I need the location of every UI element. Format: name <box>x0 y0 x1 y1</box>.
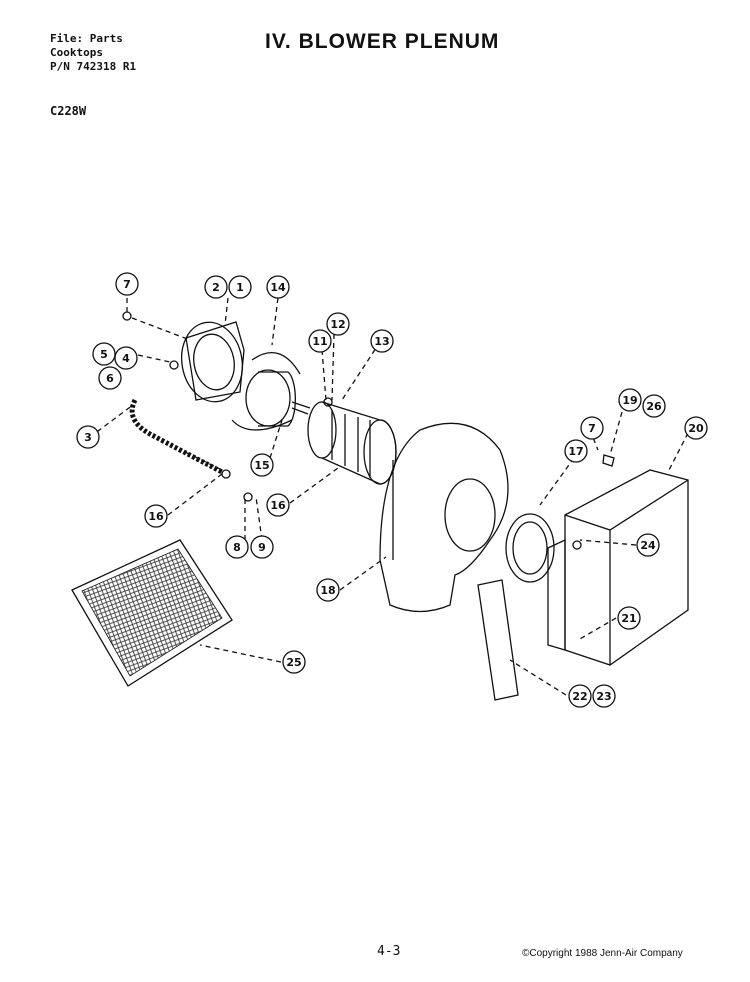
callout-11: 11 <box>308 329 332 353</box>
svg-text:17: 17 <box>568 445 583 458</box>
callout-16-top: 12 <box>326 312 350 336</box>
mounting-strap <box>231 352 301 431</box>
callout-6: 6 <box>98 366 122 390</box>
callout-14: 14 <box>266 275 290 299</box>
svg-text:6: 6 <box>106 372 114 385</box>
category-line: Cooktops <box>50 46 103 59</box>
svg-text:2: 2 <box>212 281 220 294</box>
fasteners <box>122 311 615 502</box>
callout-2: 2 <box>204 275 228 299</box>
callout-24: 24 <box>636 533 660 557</box>
callout-20: 20 <box>684 416 708 440</box>
callout-21: 21 <box>617 606 641 630</box>
svg-text:5: 5 <box>100 348 108 361</box>
svg-text:8: 8 <box>233 541 241 554</box>
callout-19: 19 <box>618 388 642 412</box>
svg-text:20: 20 <box>688 422 704 435</box>
page-title: IV. BLOWER PLENUM <box>265 30 500 53</box>
callout-4: 4 <box>114 346 138 370</box>
callout-23: 23 <box>592 684 616 708</box>
callout-7-right: 7 <box>580 416 604 440</box>
svg-text:7: 7 <box>123 278 131 291</box>
callout-25: 25 <box>282 650 306 674</box>
page-number: 4-3 <box>377 944 401 959</box>
callout-18: 18 <box>316 578 340 602</box>
callout-13: 15 <box>250 453 274 477</box>
filter-mesh <box>82 549 222 676</box>
callout-3: 3 <box>76 425 100 449</box>
svg-text:9: 9 <box>258 541 266 554</box>
svg-text:7: 7 <box>588 422 596 435</box>
callout-17: 17 <box>564 439 588 463</box>
svg-text:14: 14 <box>270 281 286 294</box>
svg-text:13: 13 <box>374 335 389 348</box>
callout-26: 26 <box>642 394 666 418</box>
callout-5: 5 <box>92 342 116 366</box>
svg-text:11: 11 <box>312 335 327 348</box>
svg-text:19: 19 <box>622 394 637 407</box>
svg-text:18: 18 <box>320 584 335 597</box>
callout-15: 16 <box>266 493 290 517</box>
callout-1: 1 <box>228 275 252 299</box>
svg-text:22: 22 <box>572 690 587 703</box>
blower-wheel <box>307 401 397 485</box>
callout-22: 22 <box>568 684 592 708</box>
svg-text:24: 24 <box>640 539 656 552</box>
callout-8: 8 <box>225 535 249 559</box>
svg-text:16: 16 <box>148 510 164 523</box>
svg-text:21: 21 <box>621 612 636 625</box>
svg-text:25: 25 <box>286 656 301 669</box>
callout-group: 7 2 1 14 5 4 6 3 16 11 12 13 15 16 8 9 1… <box>76 272 708 708</box>
svg-text:16: 16 <box>270 499 286 512</box>
copyright-notice: ©Copyright 1988 Jenn-Air Company <box>522 948 683 959</box>
svg-text:1: 1 <box>236 281 244 294</box>
callout-16-left: 16 <box>144 504 168 528</box>
callout-9: 9 <box>250 535 274 559</box>
svg-text:26: 26 <box>646 400 662 413</box>
svg-text:3: 3 <box>84 431 92 444</box>
blower-motor <box>245 369 311 427</box>
svg-text:23: 23 <box>596 690 611 703</box>
gasket-ring <box>505 513 555 583</box>
callout-12: 13 <box>370 329 394 353</box>
wire-harness <box>129 398 224 475</box>
svg-text:12: 12 <box>330 318 345 331</box>
model-code: C228W <box>50 104 87 118</box>
callout-7-top: 7 <box>115 272 139 296</box>
file-line: File: Parts <box>50 32 123 45</box>
cover-plate <box>477 579 519 701</box>
duct-enclosure <box>547 469 689 666</box>
mounting-bracket <box>181 321 245 403</box>
svg-text:4: 4 <box>122 352 130 365</box>
file-info: File: Parts Cooktops P/N 742318 R1 <box>50 32 136 74</box>
svg-text:15: 15 <box>254 459 269 472</box>
part-number-line: P/N 742318 R1 <box>50 60 137 73</box>
blower-housing <box>379 422 509 613</box>
leader-lines <box>89 297 689 696</box>
